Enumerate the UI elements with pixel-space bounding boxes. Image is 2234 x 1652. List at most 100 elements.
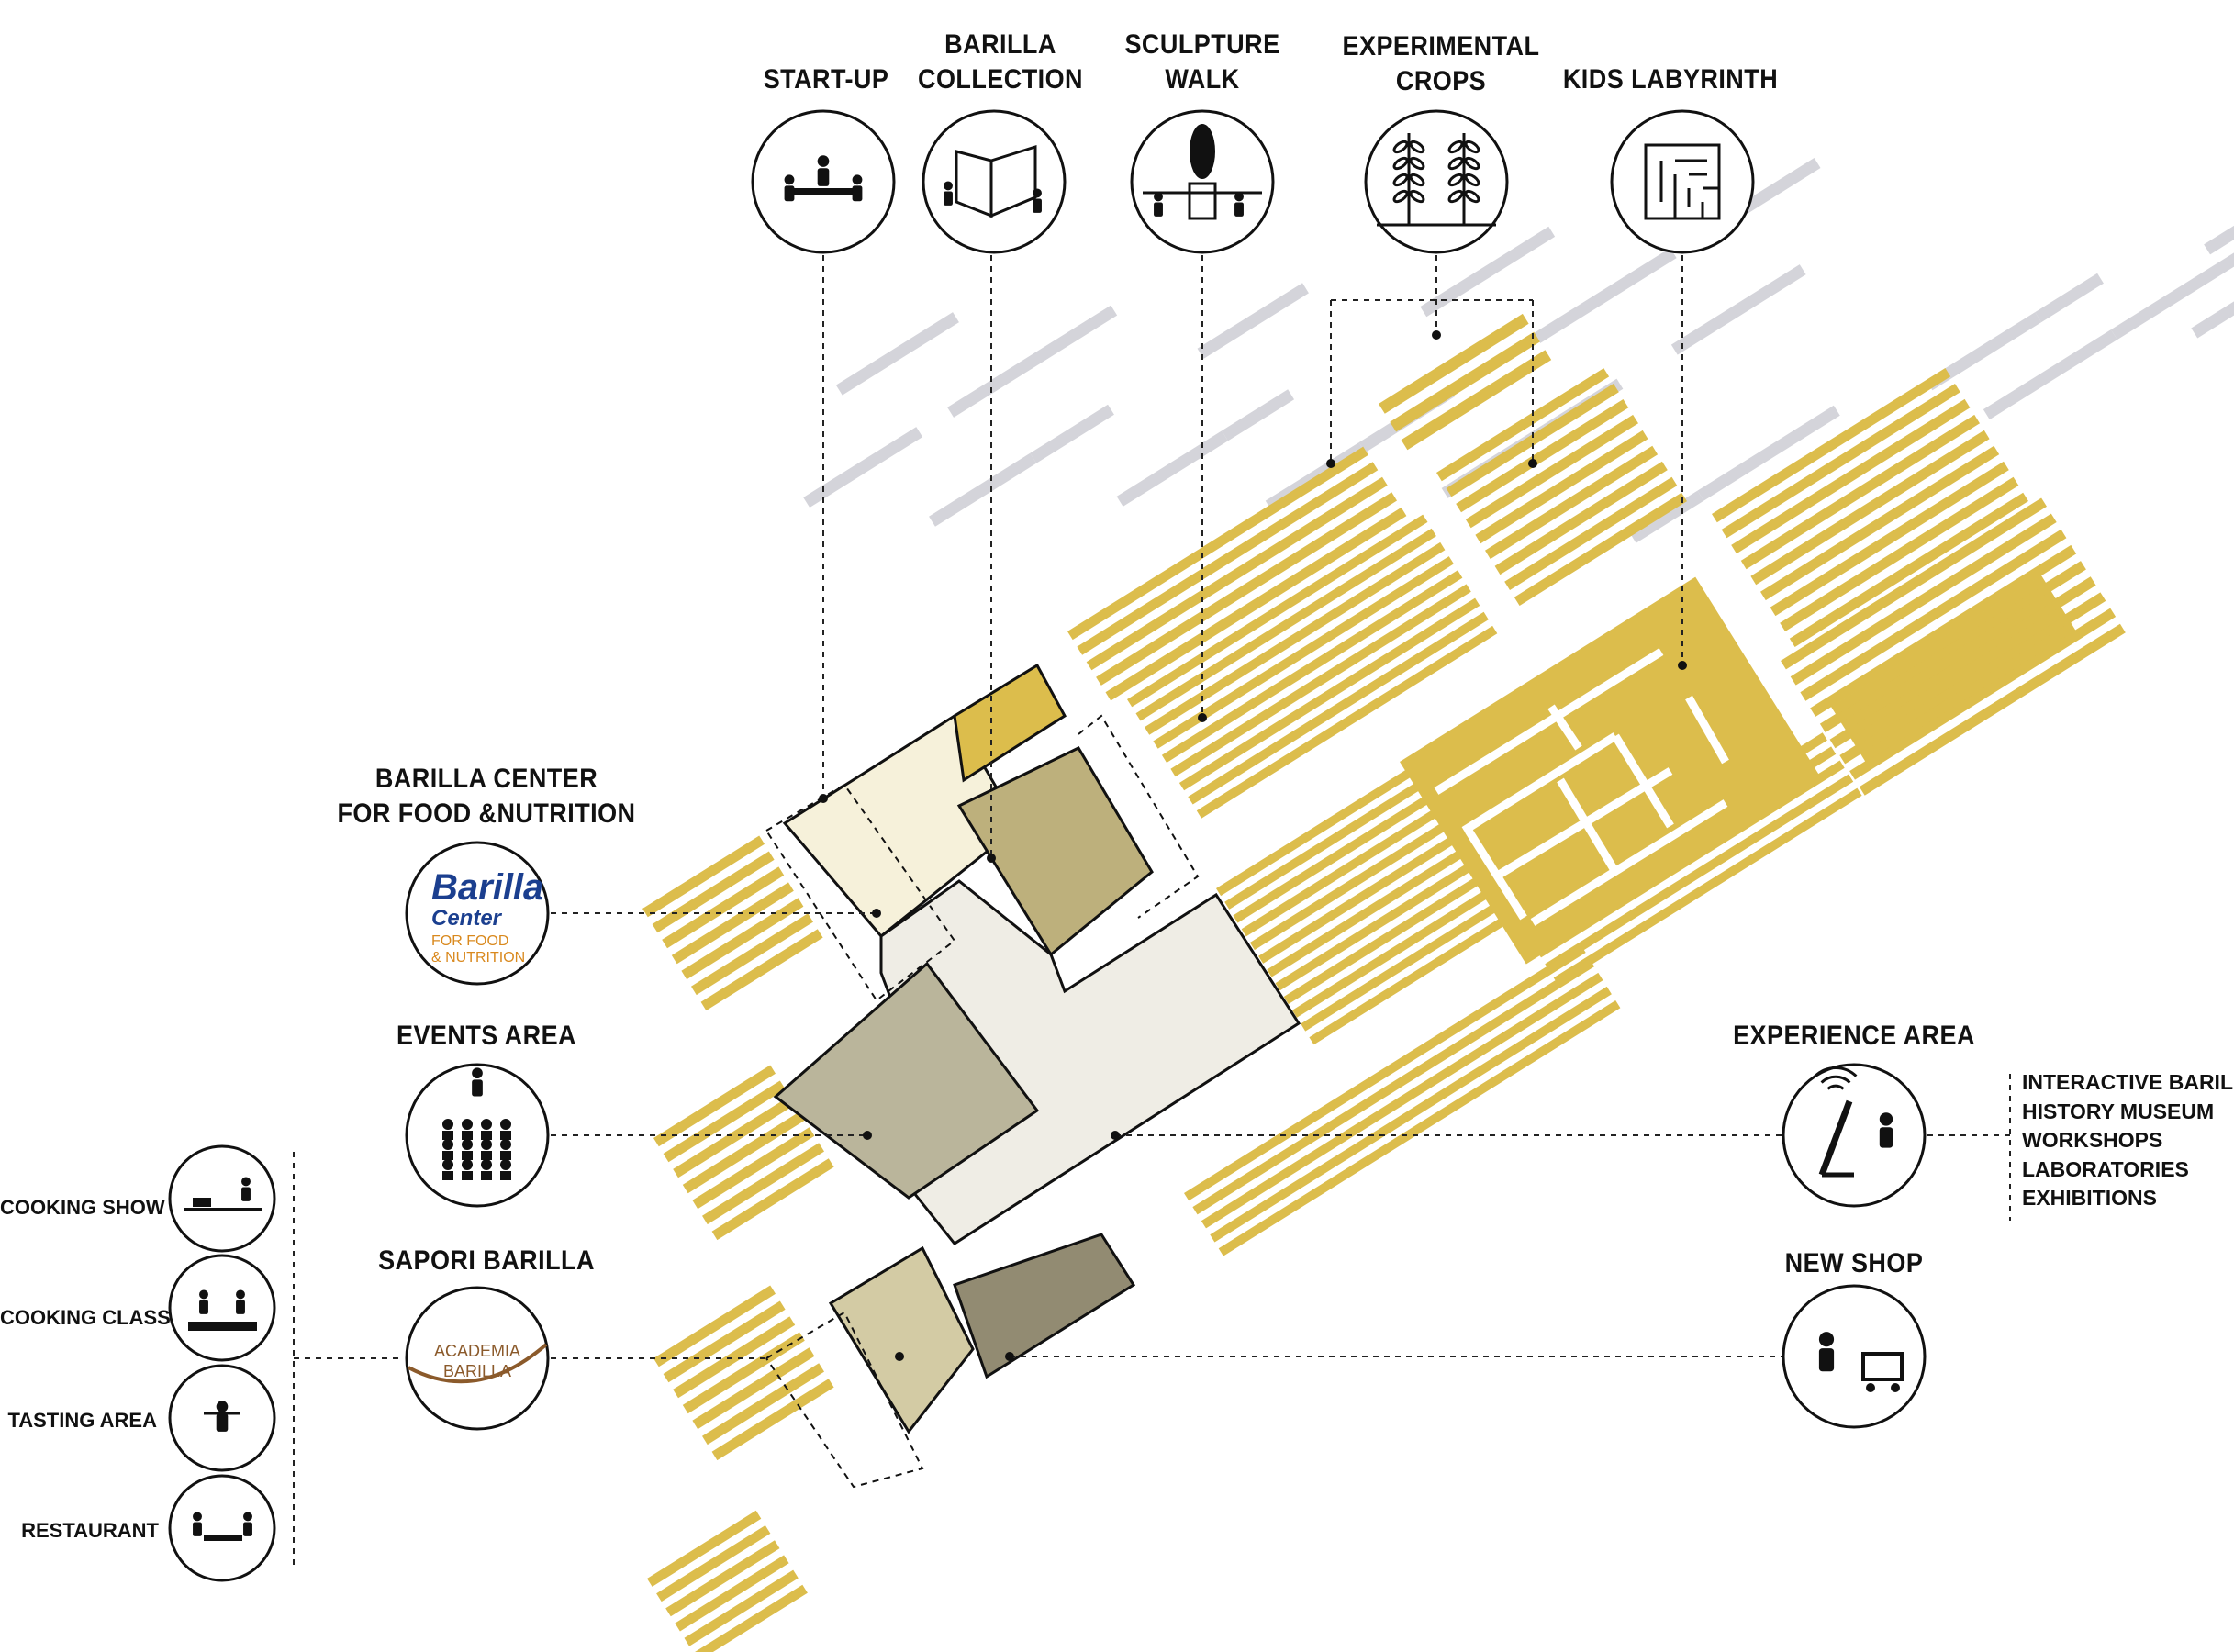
crop-stripe — [1379, 313, 1529, 414]
crop-stripe — [1781, 497, 2047, 670]
dining-table — [204, 1535, 242, 1541]
person-head — [944, 181, 953, 191]
pathway-line — [2204, 225, 2234, 255]
person-body — [1234, 202, 1244, 217]
label-cooking-show: COOKING SHOW — [0, 1196, 165, 1219]
crop-stripe — [1553, 787, 1862, 986]
crop-stripe — [681, 898, 804, 980]
cooking-class-icon — [188, 1289, 257, 1331]
label-experimental-crops: EXPERIMENTAL CROPS — [1342, 31, 1540, 96]
crop-stripe — [1789, 492, 2028, 647]
pathway-line — [803, 427, 923, 508]
maze-icon — [1644, 143, 1721, 220]
pathway-line — [2110, 252, 2234, 340]
audience-body — [500, 1171, 511, 1180]
crop-stripe — [711, 1158, 834, 1241]
crop-stripe — [665, 1540, 780, 1617]
audience-body — [462, 1171, 473, 1180]
label-barilla-collection: BARILLA COLLECTION — [918, 29, 1083, 95]
labyrinth-wall — [1557, 777, 1619, 875]
crop-stripe — [1790, 513, 2057, 686]
label-events-area: EVENTS AREA — [396, 1021, 576, 1051]
experience-item: EXHIBITIONS — [2022, 1186, 2157, 1210]
sapori-circle — [405, 1286, 550, 1431]
dining-icon — [193, 1512, 252, 1541]
person-body — [1879, 1127, 1893, 1148]
label-restaurant: RESTAURANT — [21, 1519, 159, 1542]
crop-stripe — [653, 1065, 776, 1147]
leader-dot — [1432, 330, 1441, 340]
labyrinth-wall — [1685, 695, 1729, 765]
grain — [1392, 189, 1409, 204]
crop-stripe — [1731, 398, 1971, 554]
audience-head — [481, 1159, 492, 1170]
audience-head — [481, 1139, 492, 1150]
crop-stripe — [1258, 827, 1469, 964]
labyrinth-wall — [1530, 799, 1728, 926]
wifi-arc — [1826, 1084, 1845, 1090]
logo-center-line1: FOR FOOD — [431, 933, 508, 949]
class-table — [188, 1322, 257, 1331]
crop-stripe — [1201, 972, 1603, 1229]
label-tasting-area: TASTING AREA — [7, 1409, 157, 1432]
grain — [1409, 173, 1425, 187]
crop-stripe — [1105, 507, 1407, 701]
cart-wheel — [1866, 1383, 1875, 1392]
crop-stripe — [1780, 476, 2019, 631]
crop-stripe — [1275, 854, 1487, 991]
crop-stripe — [1161, 570, 1463, 763]
label-new-shop: NEW SHOP — [1784, 1248, 1924, 1278]
grain — [1447, 156, 1464, 171]
person-head — [199, 1289, 208, 1300]
site-boundary — [1078, 714, 1200, 919]
crop-stripe — [647, 1510, 762, 1587]
crop-stripe — [682, 1111, 805, 1194]
crop-stripe — [1096, 492, 1397, 686]
crop-stripe — [691, 913, 813, 996]
crop-stripe — [1224, 773, 1435, 910]
person-head — [817, 155, 830, 167]
crop-stripe — [1178, 597, 1480, 791]
grain — [1409, 189, 1425, 204]
leader-dot — [1678, 661, 1687, 670]
crop-stripe — [1153, 556, 1454, 749]
panel-right — [989, 144, 1037, 218]
pathway-line — [1629, 490, 1704, 543]
crop-stripe — [1192, 958, 1595, 1215]
pathway-line — [1534, 248, 1677, 343]
pathway-line — [1030, 404, 1114, 463]
audience-body — [500, 1151, 511, 1160]
restaurant-circle — [168, 1474, 276, 1582]
labyrinth-wall — [1461, 732, 1618, 834]
cart-basket — [1861, 1352, 1904, 1381]
crop-stripe — [1819, 561, 2086, 733]
pathway-line — [1420, 226, 1556, 318]
audience-body — [481, 1131, 492, 1140]
leader-lines — [293, 255, 2011, 1569]
experience-list: INTERACTIVE BARILLA HISTORY MUSEUM WORKS… — [2022, 1068, 2234, 1213]
crop-stripe — [1750, 430, 1990, 586]
crop-stripe — [1233, 787, 1445, 923]
crop-stripe — [1514, 492, 1687, 606]
person-head — [1879, 1112, 1893, 1126]
buildings — [765, 663, 1301, 1489]
crop-stripe — [1810, 544, 2077, 717]
pathway-line — [929, 452, 1037, 527]
crop-stripe — [1170, 584, 1471, 777]
grain — [1447, 173, 1464, 187]
person-head — [216, 1401, 229, 1412]
crop-stripe — [692, 1127, 815, 1210]
sculpture-shape — [1190, 124, 1215, 179]
shopping-cart-icon — [1818, 1332, 1904, 1392]
leader-dot — [819, 794, 828, 803]
pathway-line — [1697, 405, 1840, 501]
crop-stripe — [1077, 462, 1379, 655]
logo-center-sub: Center — [431, 906, 503, 931]
crop-stripe — [1210, 986, 1612, 1243]
crop-stripe — [1436, 368, 1610, 482]
crop-stripe — [653, 1285, 776, 1367]
crop-stripe — [1292, 881, 1503, 1018]
crop-stripe — [1067, 446, 1368, 641]
person-body — [472, 1079, 483, 1097]
person-body — [784, 185, 795, 202]
